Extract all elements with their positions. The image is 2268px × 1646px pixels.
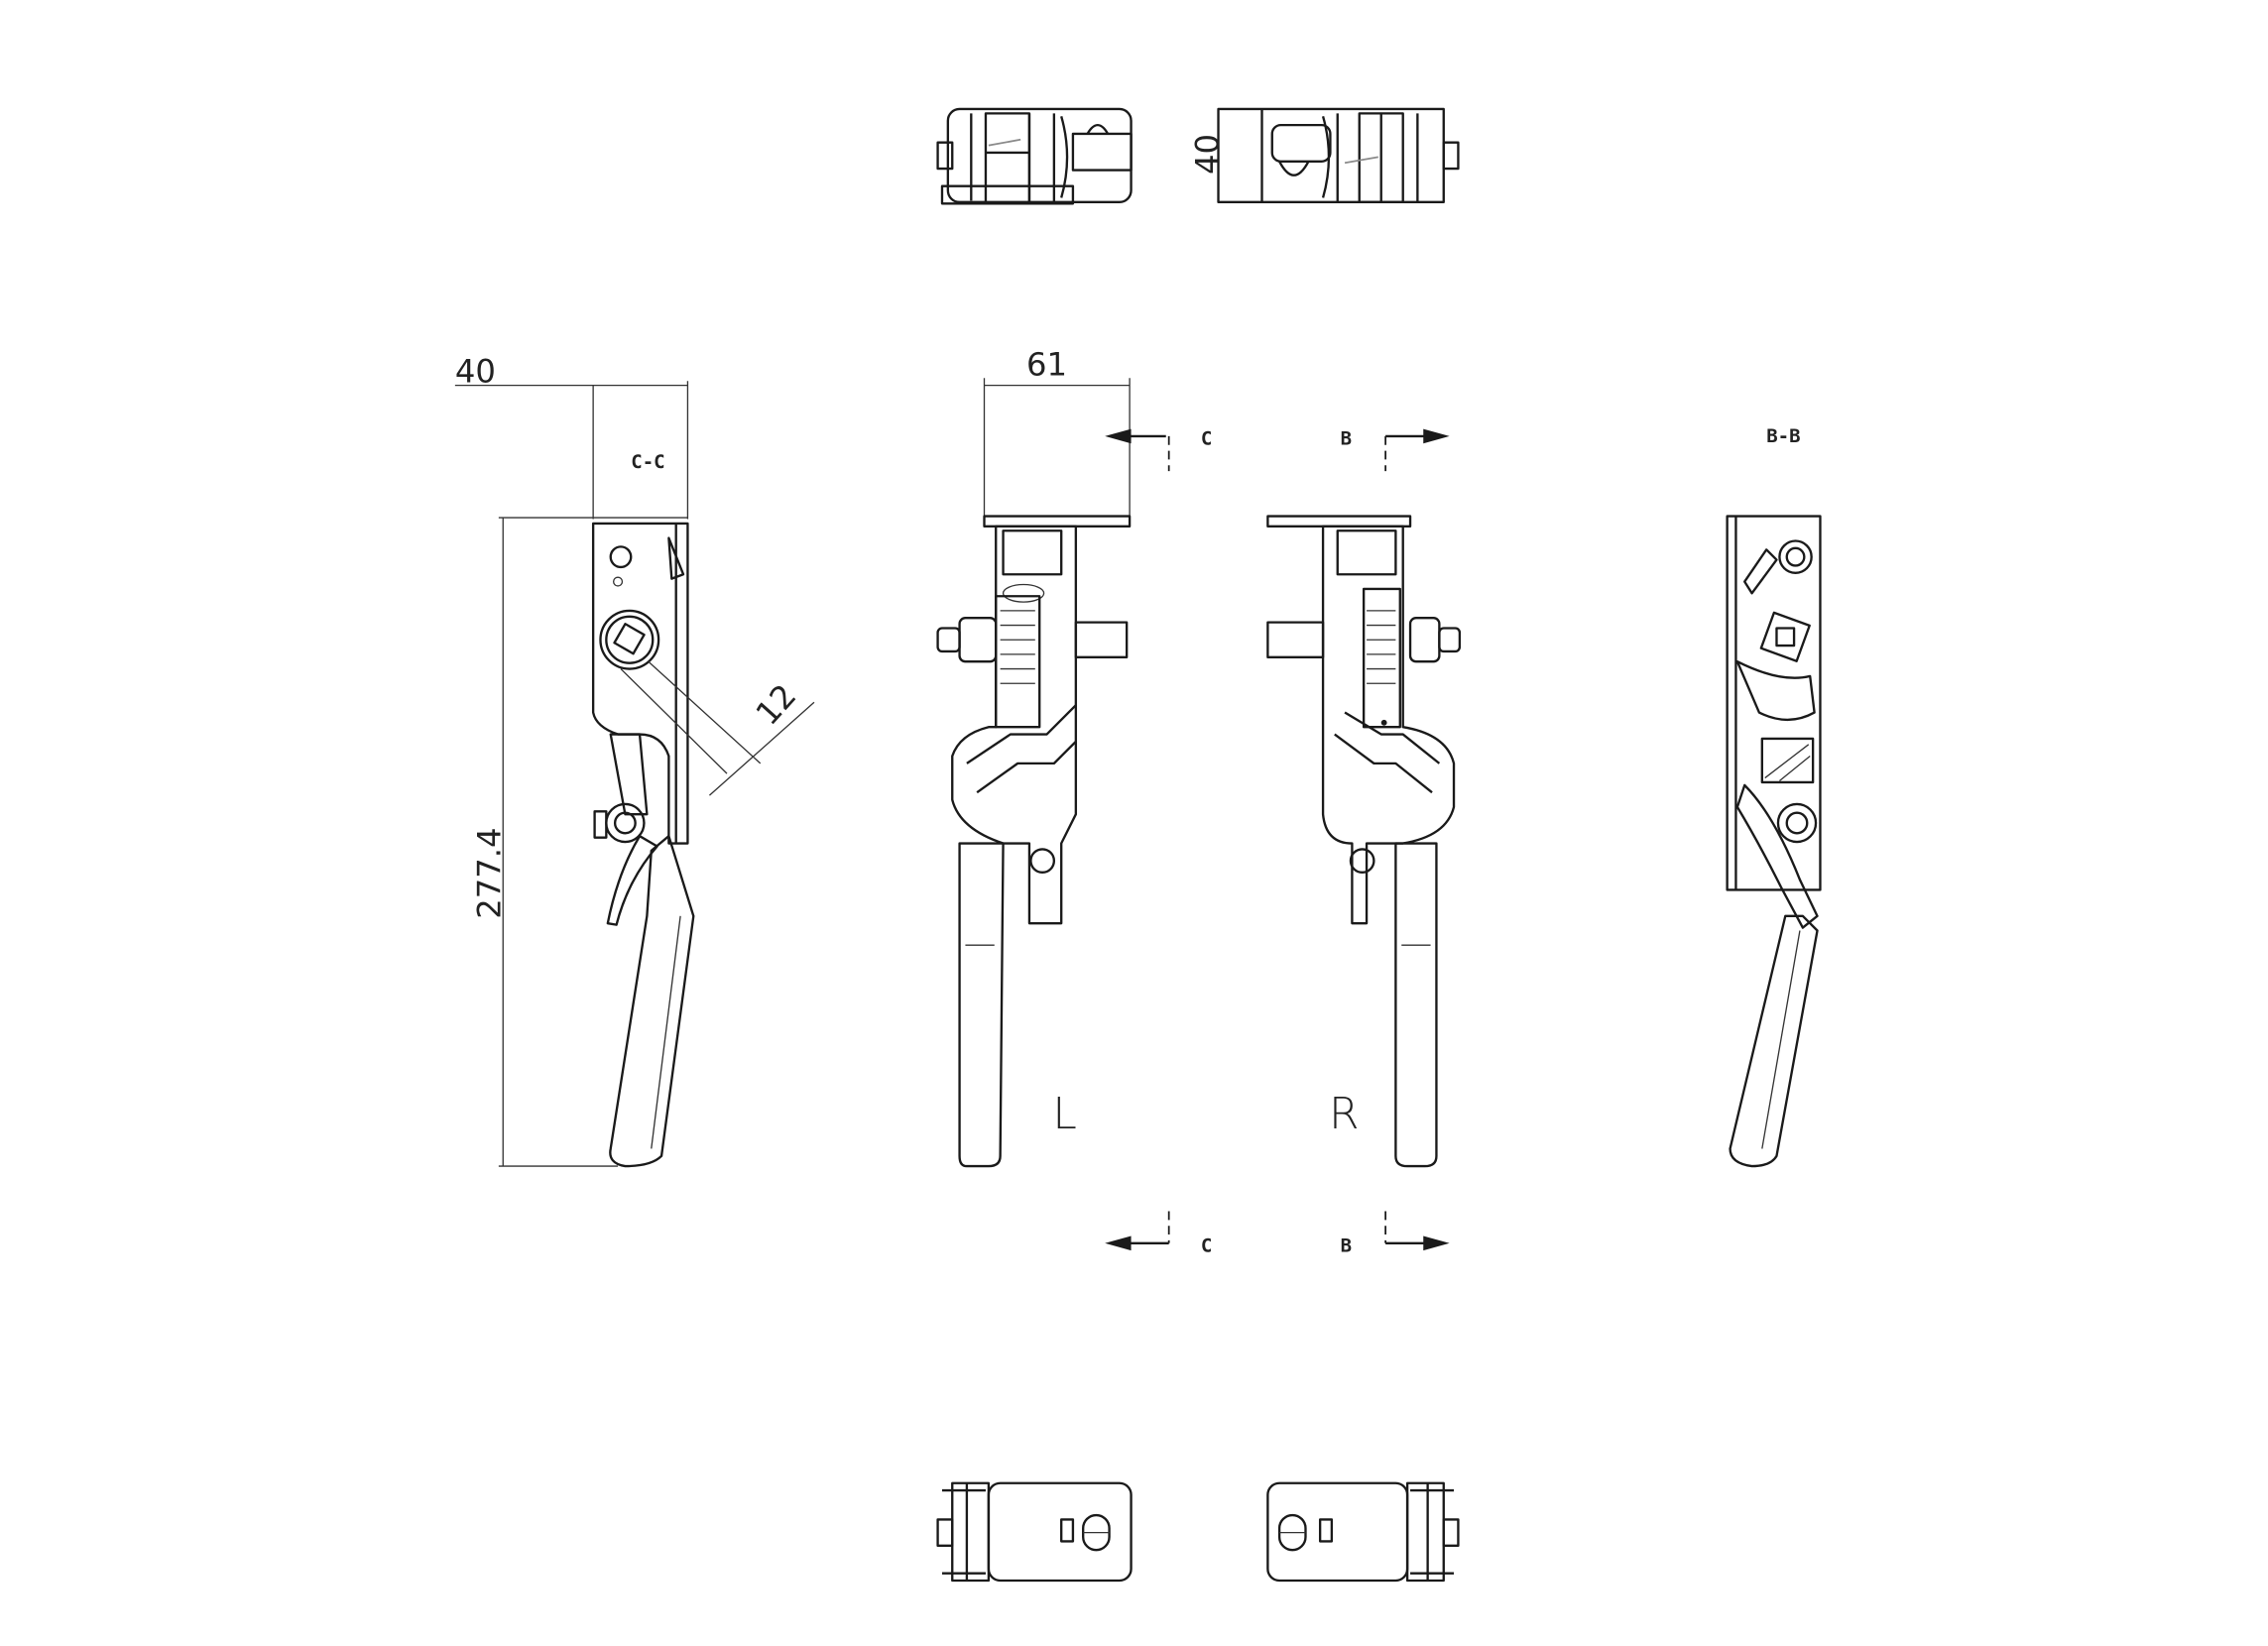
variant-label-left: L — [1052, 1089, 1076, 1139]
dimension-side-width: 40 — [455, 353, 496, 391]
section-label-b-b: B-B — [1766, 425, 1800, 447]
dimension-bracket-depth: 61 — [1026, 345, 1067, 383]
bottom-view-right — [1266, 1481, 1460, 1583]
front-view-left: 61 L — [936, 345, 1132, 1168]
section-marker-c-bottom: C — [1105, 1211, 1212, 1257]
bottom-view-left — [936, 1481, 1133, 1583]
section-marker-c-top: C — [1105, 428, 1212, 472]
dimension-top-width: 40 — [1189, 134, 1227, 175]
dimension-handle-width: 12 — [749, 677, 804, 733]
side-view-c-c: 40 C-C 277.4 12 — [454, 353, 815, 1168]
gear-teeth — [1367, 610, 1396, 684]
section-label-b-bottom: B — [1341, 1235, 1352, 1257]
front-view-right: R — [1266, 515, 1462, 1168]
top-view-left — [936, 107, 1133, 205]
dimension-side-height: 277.4 — [470, 827, 508, 918]
gear-teeth — [1000, 610, 1035, 684]
top-view-right: 40 — [1189, 107, 1460, 204]
section-label-c-bottom: C — [1201, 1235, 1212, 1257]
section-marker-b-top: B — [1341, 428, 1450, 472]
variant-label-right: R — [1329, 1089, 1360, 1139]
section-label-c-c: C-C — [631, 451, 664, 473]
section-marker-b-bottom: B — [1341, 1211, 1450, 1257]
section-view-b-b: B-B — [1726, 425, 1822, 1168]
section-label-c-top: C — [1201, 428, 1212, 450]
section-label-b-top: B — [1341, 428, 1352, 450]
